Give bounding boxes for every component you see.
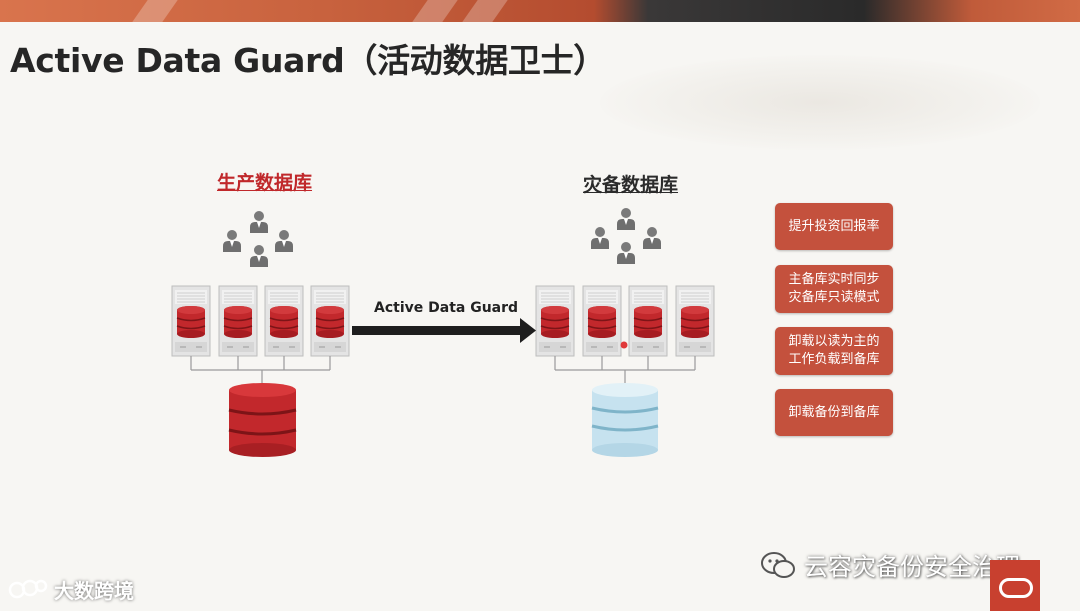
arrow-label: Active Data Guard — [374, 300, 519, 316]
benefit-box: 提升投资回报率 — [775, 203, 893, 250]
watermark-right-text: 云容灾备份安全治理 — [804, 553, 1020, 581]
standby-users-icon — [591, 208, 661, 264]
watermark-left-text: 大数跨境 — [54, 579, 134, 603]
background-cloud-decoration — [600, 55, 1040, 150]
server-icon — [218, 285, 258, 357]
slide-title: Active Data Guard（活动数据卫士） — [10, 41, 607, 80]
server-icon — [675, 285, 715, 357]
oracle-logo-icon — [990, 560, 1040, 611]
standby-db-label: 灾备数据库 — [583, 174, 679, 196]
standby-connector — [554, 356, 696, 384]
pointer-dot — [620, 341, 628, 349]
brand-logo-icon — [8, 579, 48, 598]
standby-database-icon — [591, 383, 659, 457]
server-icon — [171, 285, 211, 357]
benefit-box: 卸载以读为主的 工作负载到备库 — [775, 327, 893, 375]
wechat-icon — [761, 551, 795, 578]
watermark-right: 云容灾备份安全治理 — [760, 547, 1020, 582]
production-db-label: 生产数据库 — [217, 172, 313, 194]
production-database-icon — [228, 383, 297, 457]
production-users-icon — [223, 211, 293, 267]
server-icon — [264, 285, 304, 357]
production-connector — [190, 356, 331, 384]
top-banner — [0, 0, 1080, 22]
watermark-left: 大数跨境 — [8, 575, 134, 604]
server-icon — [310, 285, 350, 357]
server-icon — [535, 285, 575, 357]
replication-arrow — [352, 318, 536, 343]
production-server-rack — [171, 285, 350, 357]
benefit-box: 主备库实时同步 灾备库只读模式 — [775, 265, 893, 313]
server-icon — [582, 285, 622, 357]
benefit-box: 卸载备份到备库 — [775, 389, 893, 436]
server-icon — [628, 285, 668, 357]
